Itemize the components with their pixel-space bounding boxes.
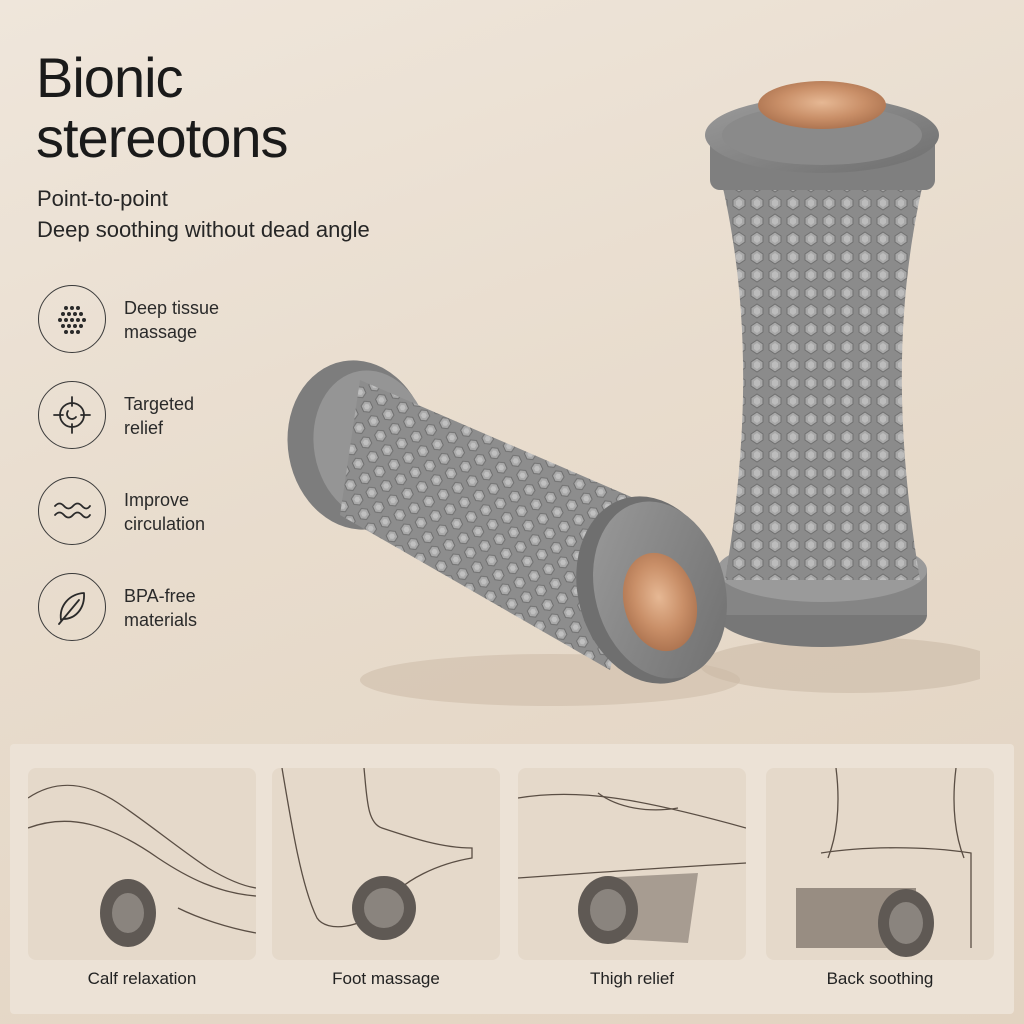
massage-roller-illustration <box>287 81 1000 706</box>
feature-label-line-2: massage <box>124 322 198 342</box>
feature-label-line-2: circulation <box>124 514 206 534</box>
thigh-relief-illustration <box>518 792 746 944</box>
feature-item-deep-tissue: Deep tissue massage <box>38 285 278 381</box>
usage-panel: Calf relaxation Foot massage Thigh relie… <box>10 744 1014 1014</box>
usage-label-foot: Foot massage <box>332 969 440 988</box>
feature-label-line-1: BPA-free <box>124 586 196 606</box>
usage-card-thigh <box>518 768 746 960</box>
product-image <box>280 50 1000 730</box>
target-icon <box>38 381 106 449</box>
back-soothing-illustration <box>796 768 972 957</box>
feature-label-line-1: Improve <box>124 490 190 510</box>
feature-label-line-2: relief <box>124 418 164 438</box>
standing-roller <box>705 81 939 647</box>
waves-icon <box>38 477 106 545</box>
feature-item-circulation: Improve circulation <box>38 477 278 573</box>
feature-label-line-2: materials <box>124 610 198 630</box>
usage-label-thigh: Thigh relief <box>589 969 675 988</box>
usage-label-calf: Calf relaxation <box>87 969 197 988</box>
subtitle-line-1: Point-to-point <box>37 186 168 211</box>
title-line-1: Bionic <box>36 46 184 109</box>
calf-relaxation-illustration <box>28 784 256 947</box>
feature-list: Deep tissue massage Targeted relief <box>38 285 278 669</box>
usage-card-foot <box>272 768 500 960</box>
feature-item-bpa-free: BPA-free materials <box>38 573 278 669</box>
feature-label-line-1: Targeted <box>124 394 195 414</box>
usage-card-calf <box>28 768 256 960</box>
feature-item-targeted-relief: Targeted relief <box>38 381 278 477</box>
leaf-icon <box>38 573 106 641</box>
feature-label-line-1: Deep tissue <box>124 298 220 318</box>
dots-grid-icon <box>38 285 106 353</box>
usage-card-back <box>766 768 994 960</box>
foot-massage-illustration <box>281 768 473 940</box>
subtitle-line-2: Deep soothing without dead angle <box>37 217 370 242</box>
title-line-2: stereotons <box>36 106 289 169</box>
lying-roller <box>287 360 727 684</box>
product-title: Bionic stereotons <box>36 48 416 168</box>
usage-label-back: Back soothing <box>826 969 934 988</box>
product-subtitle: Point-to-point Deep soothing without dea… <box>37 183 370 245</box>
